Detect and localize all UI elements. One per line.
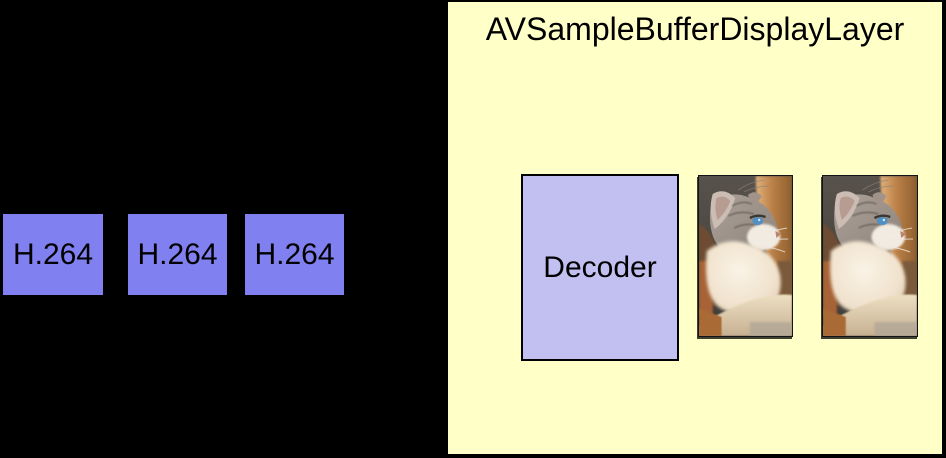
h264-sample-box-1: H.264 (3, 214, 103, 295)
h264-sample-box-3: H.264 (245, 214, 344, 295)
h264-sample-label: H.264 (254, 237, 335, 271)
panel-title: AVSampleBufferDisplayLayer (485, 11, 905, 47)
avsamplebufferdisplaylayer-panel: AVSampleBufferDisplayLayer Decoder (448, 2, 942, 454)
decoder-label: Decoder (543, 250, 657, 284)
decoder-box: Decoder (521, 174, 679, 361)
h264-sample-box-2: H.264 (128, 214, 227, 295)
h264-sample-label: H.264 (137, 237, 218, 271)
h264-sample-label: H.264 (12, 237, 94, 271)
decoded-video-frame-2 (822, 175, 918, 337)
cat-photo-graphic (699, 176, 792, 336)
cat-photo-graphic (823, 176, 917, 336)
decoded-video-frame-1 (698, 175, 793, 337)
